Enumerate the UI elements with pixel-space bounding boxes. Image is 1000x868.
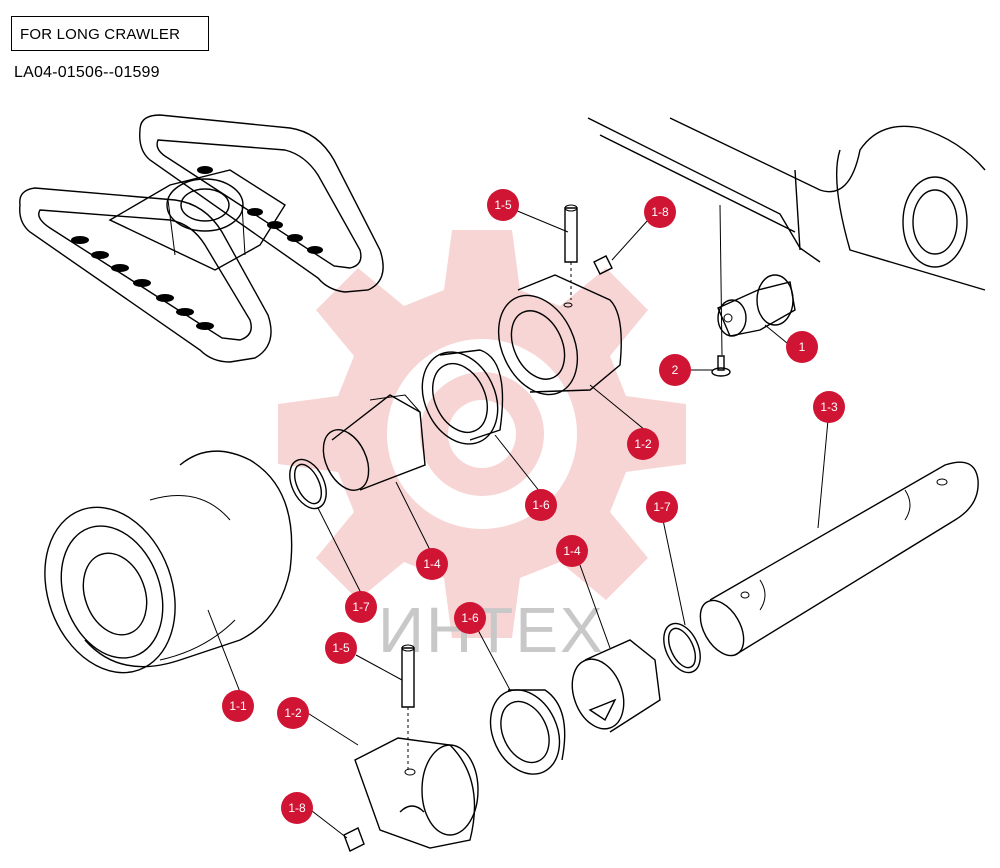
svg-text:1-8: 1-8	[288, 801, 306, 815]
callout-marker: 1-3	[813, 391, 845, 423]
track-roller-unit-drawing	[717, 274, 796, 337]
svg-text:1-3: 1-3	[820, 400, 838, 414]
callout-marker: 1-7	[345, 591, 377, 623]
callout-marker: 1-6	[454, 602, 486, 634]
callout-marker: 1-2	[627, 428, 659, 460]
crawler-undercarriage-drawing	[19, 114, 384, 363]
svg-text:1: 1	[799, 340, 806, 354]
o-ring-right-drawing	[663, 622, 701, 674]
pin-lower-drawing	[401, 644, 415, 770]
bolt-drawing	[711, 355, 731, 377]
svg-text:1-7: 1-7	[653, 500, 671, 514]
plug-lower-drawing	[343, 827, 365, 852]
svg-text:1-7: 1-7	[352, 600, 370, 614]
callout-marker: 1-5	[487, 189, 519, 221]
svg-text:1-6: 1-6	[532, 498, 550, 512]
svg-text:1-5: 1-5	[494, 198, 512, 212]
svg-text:1-4: 1-4	[563, 544, 581, 558]
shaft-drawing	[699, 461, 979, 657]
callout-marker: 1-4	[416, 548, 448, 580]
o-ring-left-drawing	[289, 458, 327, 510]
track-frame-drawing	[587, 117, 986, 356]
svg-text:2: 2	[672, 363, 679, 377]
callout-marker: 1-2	[277, 697, 309, 729]
watermark-gear-logo	[278, 230, 686, 638]
callout-marker: 1-4	[556, 535, 588, 567]
svg-text:1-2: 1-2	[634, 437, 652, 451]
plug-top-drawing	[593, 255, 613, 275]
callout-leader-lines	[207, 209, 829, 839]
bushing-top-drawing	[322, 394, 426, 491]
svg-text:1-1: 1-1	[229, 699, 247, 713]
callout-marker: 1-6	[525, 489, 557, 521]
svg-text:1-6: 1-6	[461, 611, 479, 625]
callout-markers: 1-5 1-8 1 2 1-3 1-2 1-6 1-7 1-4 1-4 1-7 …	[222, 189, 845, 824]
floating-seal-top-drawing	[421, 349, 504, 445]
callout-marker: 1-8	[644, 196, 676, 228]
serial-range: LA04-01506--01599	[14, 64, 160, 81]
svg-text:1-5: 1-5	[332, 641, 350, 655]
collar-top-drawing	[497, 274, 622, 396]
callout-marker: 1	[786, 331, 818, 363]
svg-text:1-2: 1-2	[284, 706, 302, 720]
svg-text:1-8: 1-8	[651, 205, 669, 219]
floating-seal-lower-drawing	[489, 689, 566, 775]
callout-marker: 1-5	[325, 632, 357, 664]
callout-marker: 2	[659, 354, 691, 386]
track-roller-drawing	[44, 450, 293, 674]
svg-text:1-4: 1-4	[423, 557, 441, 571]
pin-top-drawing	[564, 204, 578, 300]
callout-marker: 1-1	[222, 690, 254, 722]
diagram-title: FOR LONG CRAWLER	[20, 26, 181, 43]
bushing-lower-drawing	[571, 639, 661, 733]
callout-marker: 1-7	[646, 491, 678, 523]
title-box: FOR LONG CRAWLER	[11, 16, 209, 51]
collar-lower-drawing	[354, 737, 479, 849]
callout-marker: 1-8	[281, 792, 313, 824]
